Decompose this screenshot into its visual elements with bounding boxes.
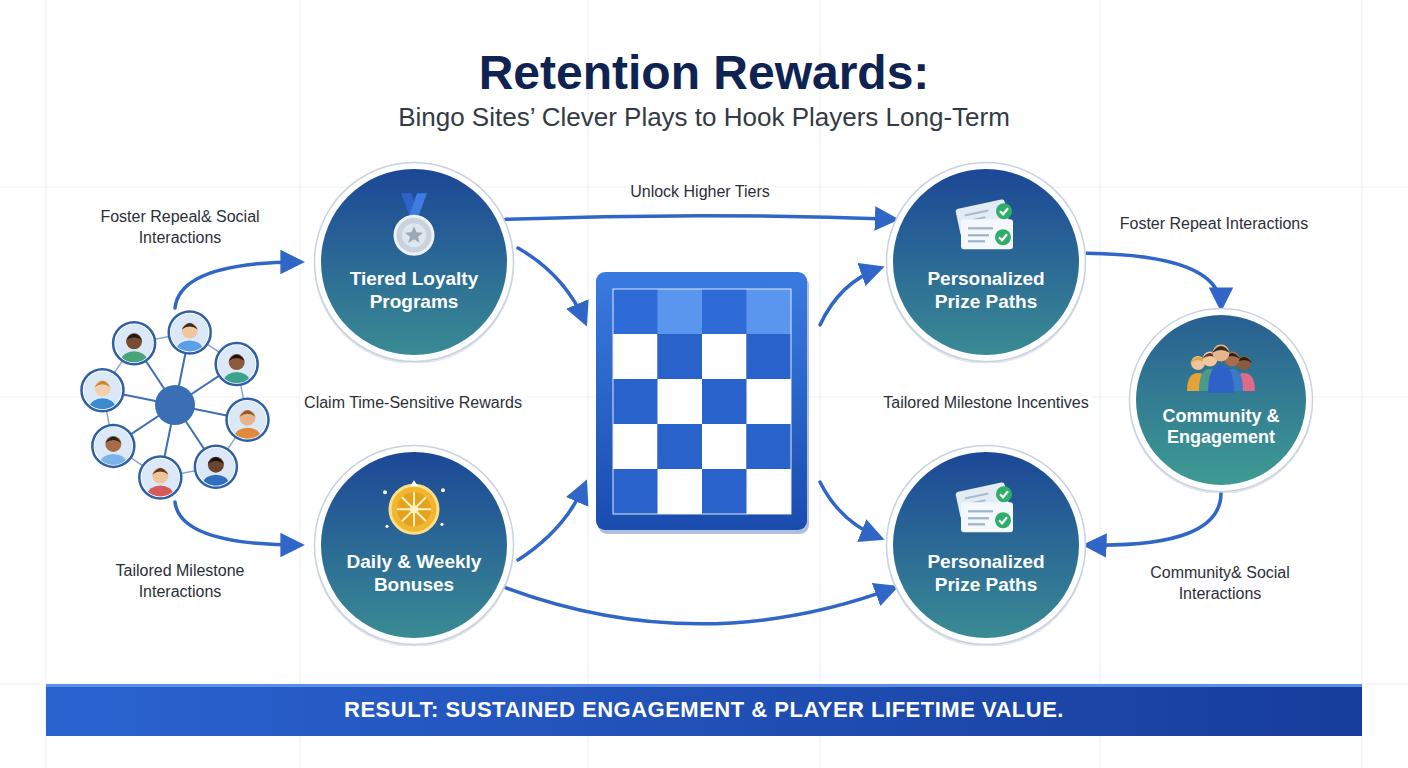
annotation-label: Tailored Milestone Interactions — [81, 560, 279, 604]
feature-circle: Daily & Weekly Bonuses — [313, 444, 515, 646]
flow-arrows — [175, 248, 880, 560]
circle-label: Personalized Prize Paths — [885, 268, 1087, 314]
connector-label: Community& Social Interactions — [1116, 562, 1324, 606]
flow-connector — [506, 588, 895, 624]
connector-label: Unlock Higher Tiers — [626, 181, 774, 204]
people-network — [81, 311, 268, 503]
circle-shape — [1128, 307, 1314, 493]
circle-label: Tiered Loyalty Programs — [313, 268, 515, 314]
flow-connector — [1087, 493, 1221, 545]
feature-circle: Personalized Prize Paths — [885, 444, 1087, 646]
annotation-label: Foster Repeal& Social Interactions — [76, 206, 284, 250]
result-band: RESULT: SUSTAINED ENGAGEMENT & PLAYER LI… — [46, 684, 1362, 736]
connector-label: Foster Repeat Interactions — [1116, 213, 1313, 236]
feature-circle: Tiered Loyalty Programs — [313, 161, 515, 363]
annotation-label: Tailored Milestone Incentives — [879, 392, 1092, 415]
band-text: RESULT: SUSTAINED ENGAGEMENT & PLAYER LI… — [344, 697, 1064, 723]
flow-connector — [1087, 253, 1221, 307]
circle-label: Community & Engagement — [1128, 406, 1314, 449]
bingo-card — [596, 272, 809, 534]
feature-circle: Community & Engagement — [1128, 307, 1314, 493]
diagram-title: Retention Rewards: — [479, 45, 930, 100]
circle-label: Personalized Prize Paths — [885, 551, 1087, 597]
circle-shape — [885, 161, 1087, 363]
flow-connector — [506, 216, 895, 220]
circle-label: Daily & Weekly Bonuses — [313, 551, 515, 597]
annotation-label: Claim Time-Sensitive Rewards — [300, 392, 526, 415]
circle-shape — [885, 444, 1087, 646]
feature-circle: Personalized Prize Paths — [885, 161, 1087, 363]
circle-shape — [313, 161, 515, 363]
subtitle: Bingo Sites’ Clever Plays to Hook Player… — [398, 102, 1010, 133]
circle-shape — [313, 444, 515, 646]
